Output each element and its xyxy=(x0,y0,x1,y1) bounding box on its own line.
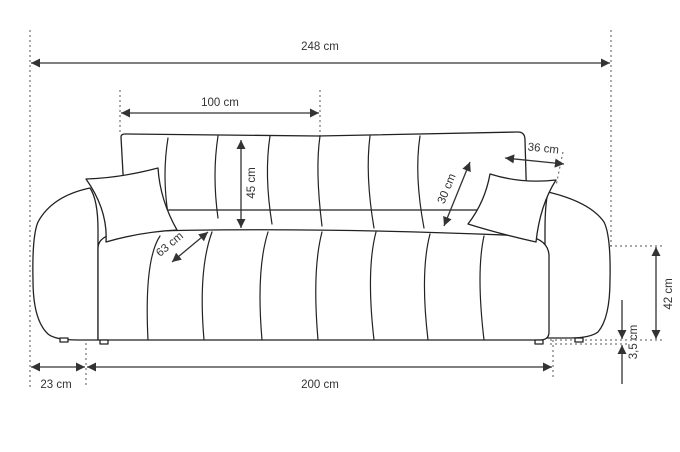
cushion-width-label: 36 cm xyxy=(527,141,559,156)
sofa xyxy=(32,131,611,345)
seat-width-label: 200 cm xyxy=(301,379,339,391)
sofa-leg xyxy=(574,337,584,343)
back-seam xyxy=(164,137,169,215)
seat-seam xyxy=(201,231,213,341)
overall-width-label: 248 cm xyxy=(301,41,339,53)
seat-seam xyxy=(369,231,377,341)
seat-depth-line xyxy=(171,231,209,263)
seat-seam xyxy=(146,235,161,341)
seat-seam xyxy=(479,235,485,341)
back-seam xyxy=(317,135,323,227)
sofa-leg xyxy=(534,339,544,345)
back-seam xyxy=(417,135,425,229)
sofa-leg xyxy=(59,337,69,343)
backrest-width-label: 100 cm xyxy=(201,97,239,109)
sofa-right-armrest xyxy=(544,191,611,339)
back-seam xyxy=(214,135,219,219)
sofa-backrest xyxy=(120,131,528,211)
back-seam xyxy=(266,135,273,225)
seat-seam xyxy=(315,231,323,341)
seat-seam xyxy=(259,231,269,341)
sofa-left-pillow xyxy=(85,167,178,243)
sofa-leg xyxy=(99,339,109,345)
dimension-lines xyxy=(31,58,661,384)
total-height-label: 42 cm xyxy=(663,278,675,309)
sofa-right-pillow xyxy=(467,173,557,243)
leg-height-label: 3,5 cm xyxy=(628,325,640,360)
armrest-width-label: 23 cm xyxy=(40,379,71,391)
back-seam xyxy=(367,135,375,229)
sofa-left-armrest xyxy=(32,187,99,341)
cushion-width-line xyxy=(504,154,565,168)
backrest-height-label: 45 cm xyxy=(246,167,258,198)
cushion-height-line xyxy=(443,161,471,227)
seat-seam xyxy=(423,233,431,341)
